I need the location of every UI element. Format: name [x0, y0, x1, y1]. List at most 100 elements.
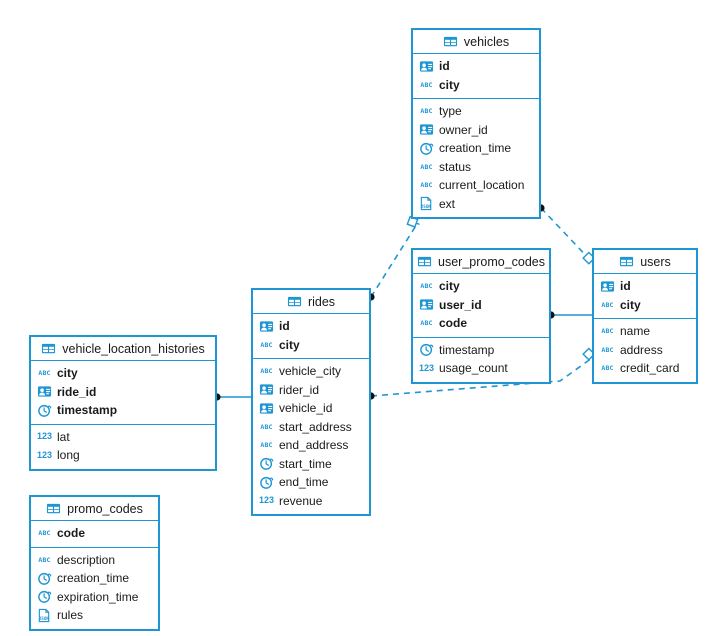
abc-type-icon: ABC — [260, 441, 273, 449]
table-header-vehicle_location_histories[interactable]: vehicle_location_histories — [31, 337, 215, 361]
column-name: city — [279, 337, 300, 352]
abc-type-icon: ABC — [601, 300, 614, 309]
relationship-rel-vlh-rides[interactable] — [213, 393, 251, 401]
column-row[interactable]: expiration_time — [31, 588, 158, 607]
abc-type-icon: ABC — [38, 529, 51, 537]
column-row[interactable]: creation_time — [31, 569, 158, 588]
column-row[interactable]: owner_id — [413, 121, 539, 140]
abc-type-icon: ABC — [601, 327, 614, 335]
column-name: creation_time — [57, 571, 130, 586]
table-header-users[interactable]: users — [594, 250, 696, 274]
column-row[interactable]: end_time — [253, 473, 369, 492]
column-name: city — [439, 279, 460, 294]
table-header-promo_codes[interactable]: promo_codes — [31, 497, 158, 521]
column-row[interactable]: id — [413, 57, 539, 76]
column-row[interactable]: creation_time — [413, 139, 539, 158]
clock-icon — [259, 456, 274, 471]
table-icon — [619, 254, 634, 269]
column-name: user_id — [439, 297, 482, 312]
column-row[interactable]: id — [253, 317, 369, 336]
abc-type-icon: ABC — [260, 422, 273, 431]
column-name: timestamp — [439, 342, 495, 357]
column-row[interactable]: rider_id — [253, 381, 369, 400]
column-row[interactable]: start_time — [253, 455, 369, 474]
column-row[interactable]: ABC city — [413, 277, 549, 296]
column-name: id — [620, 279, 631, 294]
column-row[interactable]: timestamp — [413, 341, 549, 360]
table-icon — [443, 34, 458, 49]
abc-type-icon: ABC — [420, 80, 433, 89]
clock-icon — [419, 342, 434, 357]
number-type-icon: 123 — [418, 362, 435, 373]
abc-type-icon: ABC — [38, 555, 51, 564]
key-id-icon — [259, 319, 274, 334]
column-name: expiration_time — [57, 589, 139, 604]
table-header-rides[interactable]: rides — [253, 290, 369, 314]
column-row[interactable]: timestamp — [31, 401, 215, 420]
column-row[interactable]: JSON rules — [31, 606, 158, 625]
svg-text:JSON: JSON — [39, 616, 50, 622]
svg-text:JSON: JSON — [421, 204, 432, 210]
column-row[interactable]: vehicle_id — [253, 399, 369, 418]
column-row[interactable]: id — [594, 277, 696, 296]
column-name: timestamp — [57, 403, 118, 418]
key-id-icon — [259, 382, 274, 397]
table-title: promo_codes — [67, 501, 143, 516]
column-name: city — [620, 297, 641, 312]
table-icon — [41, 341, 56, 356]
number-type-icon: 123 — [36, 431, 53, 442]
column-name: rules — [57, 608, 84, 623]
clock-icon — [37, 571, 52, 586]
column-name: vehicle_city — [279, 364, 342, 379]
table-title: vehicles — [463, 34, 510, 49]
relationship-rel-upc-users[interactable] — [547, 311, 592, 319]
column-row[interactable]: user_id — [413, 296, 549, 315]
column-row[interactable]: ride_id — [31, 383, 215, 402]
column-name: start_address — [279, 419, 352, 434]
column-row[interactable]: ABC city — [594, 296, 696, 315]
column-row[interactable]: ABC start_address — [253, 418, 369, 437]
number-type-icon: 123 — [36, 449, 53, 460]
abc-type-icon: ABC — [420, 282, 433, 290]
column-name: creation_time — [439, 141, 512, 156]
abc-type-icon: ABC — [601, 345, 614, 354]
table-header-vehicles[interactable]: vehicles — [413, 30, 539, 54]
clock-icon — [259, 475, 274, 490]
column-name: status — [439, 159, 472, 174]
table-header-user_promo_codes[interactable]: user_promo_codes — [413, 250, 549, 274]
json-icon: JSON — [419, 196, 434, 211]
